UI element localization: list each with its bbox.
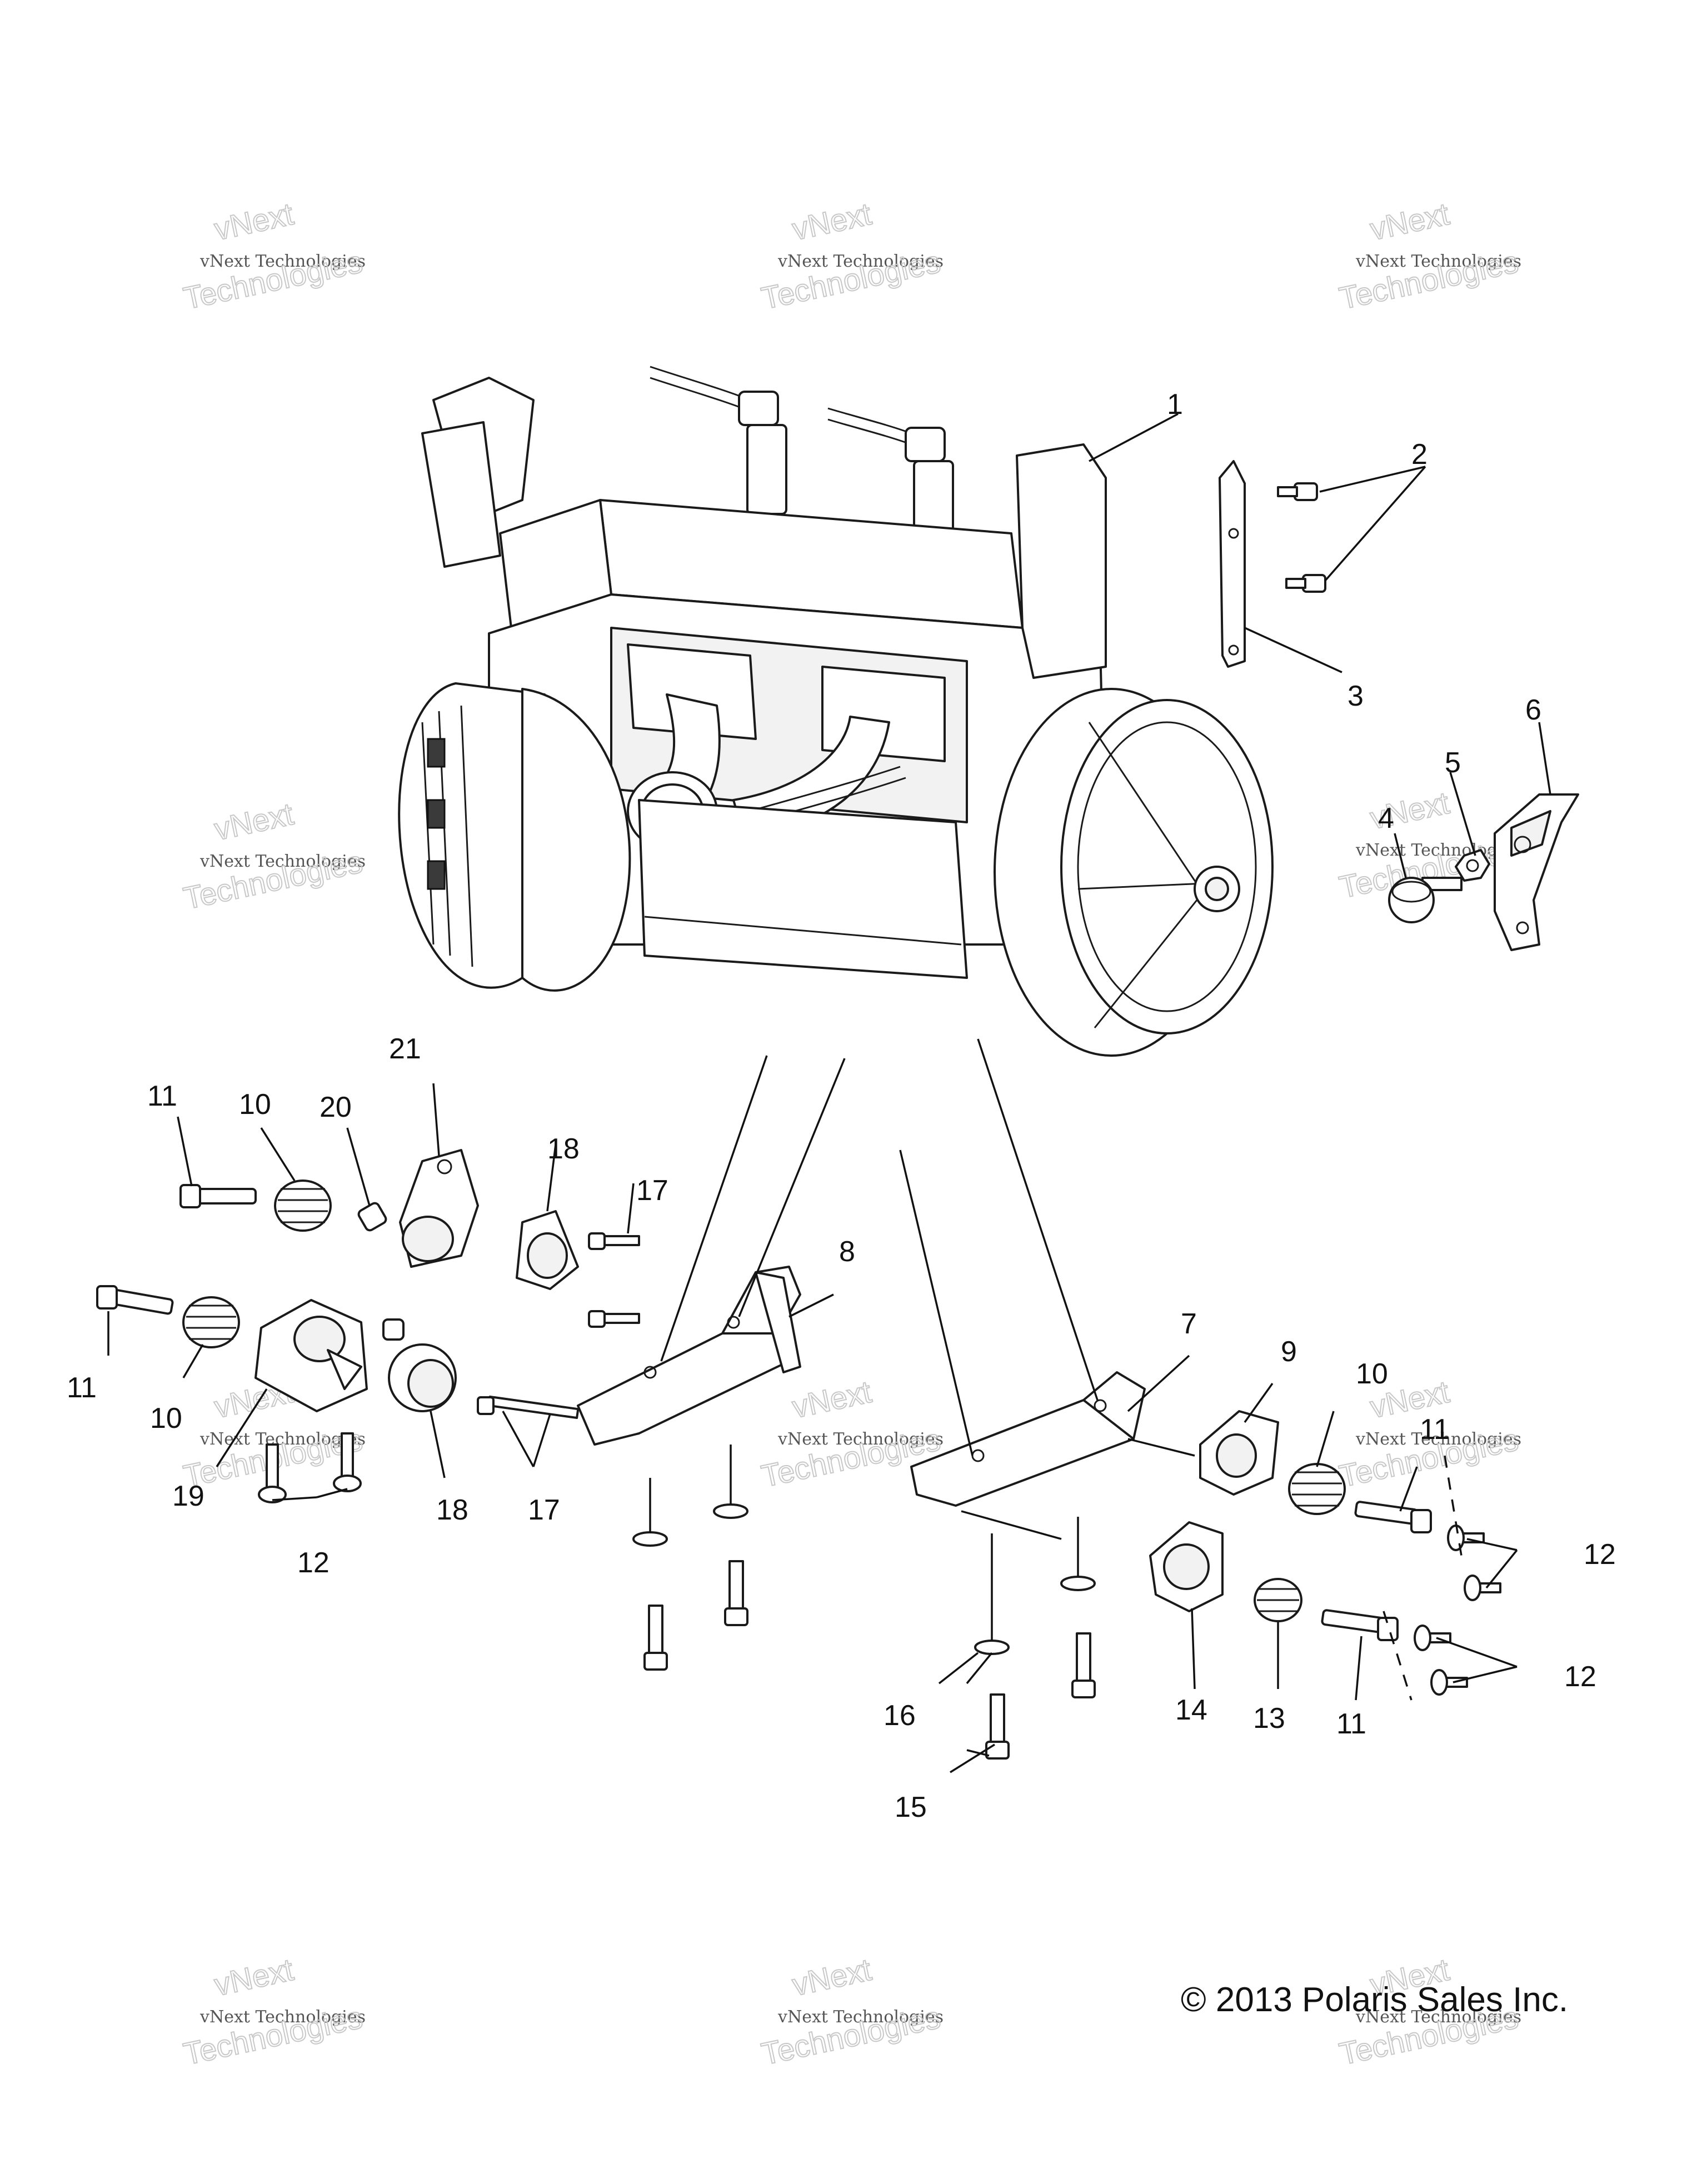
screw-2a: [1277, 482, 1318, 501]
screws-12-right: [1414, 1525, 1501, 1696]
crossmember-7: [910, 1371, 1146, 1507]
watermark-mid-left: vNext vNext Technologies Technologies: [180, 796, 366, 917]
engine-assembly: [398, 366, 1274, 1057]
callout-11-right-low: 11: [1336, 1708, 1366, 1740]
right-mount-parts: [1149, 1410, 1501, 1696]
svg-text:vNext: vNext: [1367, 196, 1453, 247]
callout-18-low: 18: [436, 1494, 468, 1526]
callout-14: 14: [1175, 1694, 1207, 1726]
bolt-11-left: [96, 1285, 174, 1315]
svg-text:vNext: vNext: [211, 1952, 297, 2002]
lower-left-parts: [96, 1149, 640, 1503]
callout-7: 7: [1181, 1308, 1197, 1340]
svg-text:vNext Technologies: vNext Technologies: [199, 1430, 366, 1449]
callout-8: 8: [839, 1236, 855, 1268]
bushing-10-right: [1288, 1463, 1346, 1515]
mount-9: [1199, 1410, 1279, 1496]
watermark-bottom-left: vNext vNext Technologies Technologies: [180, 1951, 366, 2072]
callout-16: 16: [884, 1700, 916, 1732]
svg-text:vNext: vNext: [211, 196, 297, 247]
callout-numbers: 1 2 3 4 5 6 7 8 9 10 10 10 11 11 11 11 1…: [67, 388, 1616, 1823]
callout-11-top: 11: [147, 1080, 177, 1112]
callout-18-top: 18: [547, 1133, 580, 1165]
callout-10-right: 10: [1356, 1358, 1388, 1390]
svg-text:vNext: vNext: [789, 196, 875, 247]
lower-fasteners: [632, 1503, 1096, 1760]
svg-text:vNext: vNext: [211, 796, 297, 847]
mount-18-left: [388, 1343, 457, 1412]
bushing-10-left: [182, 1296, 240, 1348]
bushing-13: [1254, 1578, 1302, 1622]
watermark-top-right: vNext vNext Technologies Technologies: [1336, 196, 1522, 317]
callout-2: 2: [1411, 438, 1428, 471]
bolt-17-mid: [588, 1310, 640, 1328]
watermarks: vNext vNext Technologies Technologies vN…: [180, 196, 1522, 2072]
upper-right-parts: [1219, 460, 1579, 951]
svg-text:vNext Technologies: vNext Technologies: [199, 252, 366, 271]
callout-15: 15: [895, 1791, 927, 1823]
bolt-17-long: [477, 1395, 580, 1420]
bolt-11-top: [179, 1184, 257, 1208]
callout-1: 1: [1167, 388, 1183, 421]
callout-21: 21: [389, 1033, 421, 1065]
bolt-11-right-top: [1354, 1501, 1432, 1533]
leader-lines: [107, 413, 1551, 1773]
svg-text:vNext Technologies: vNext Technologies: [777, 1430, 944, 1449]
callout-17-low: 17: [528, 1494, 560, 1526]
callout-17-top: 17: [636, 1175, 668, 1207]
nut-5: [1455, 849, 1490, 882]
watermark-bottom-center: vNext vNext Technologies Technologies: [758, 1951, 944, 2072]
svg-text:vNext Technologies: vNext Technologies: [777, 252, 944, 271]
callout-11-right-top: 11: [1420, 1413, 1450, 1446]
screw-2b: [1285, 574, 1326, 593]
bolt-17-top: [588, 1232, 640, 1250]
watermark-top-center: vNext vNext Technologies Technologies: [758, 196, 944, 317]
callout-3: 3: [1347, 680, 1364, 712]
callout-5: 5: [1445, 747, 1461, 779]
mount-14: [1149, 1521, 1224, 1612]
callout-12-right-top: 12: [1584, 1538, 1616, 1571]
watermark-top-left: vNext vNext Technologies Technologies: [180, 196, 366, 317]
svg-text:vNext Technologies: vNext Technologies: [199, 2007, 366, 2027]
svg-text:vNext: vNext: [789, 1952, 875, 2002]
callout-13: 13: [1253, 1702, 1285, 1735]
bracket-21: [399, 1149, 479, 1268]
mount-19: [254, 1299, 368, 1412]
svg-text:vNext Technologies: vNext Technologies: [1355, 2007, 1521, 2027]
bolt-11-right-low: [1321, 1609, 1399, 1641]
copyright-notice: © 2013 Polaris Sales Inc.: [1181, 1981, 1568, 2019]
svg-text:vNext Technologies: vNext Technologies: [199, 852, 366, 871]
svg-text:vNext Technologies: vNext Technologies: [1355, 252, 1521, 271]
callout-11-left: 11: [67, 1372, 97, 1404]
screw-20: [357, 1202, 387, 1232]
stud-4: [1388, 877, 1463, 923]
mount-18-top: [516, 1210, 579, 1290]
callout-6: 6: [1525, 694, 1541, 726]
callout-4: 4: [1378, 802, 1394, 834]
svg-text:vNext Technologies: vNext Technologies: [777, 2007, 944, 2027]
svg-text:vNext: vNext: [789, 1374, 875, 1425]
callout-12-left: 12: [297, 1547, 330, 1579]
bracket-6: [1494, 793, 1579, 951]
callout-12-right-low: 12: [1564, 1661, 1596, 1693]
callout-19: 19: [172, 1480, 204, 1512]
bushing-10-top: [274, 1180, 332, 1232]
callout-9: 9: [1281, 1336, 1297, 1368]
callout-10-left: 10: [150, 1402, 182, 1435]
crossmember-8: [577, 1266, 801, 1446]
callout-10-top: 10: [239, 1088, 271, 1121]
svg-text:vNext Technologies: vNext Technologies: [1355, 1430, 1521, 1449]
callout-20: 20: [320, 1091, 352, 1123]
